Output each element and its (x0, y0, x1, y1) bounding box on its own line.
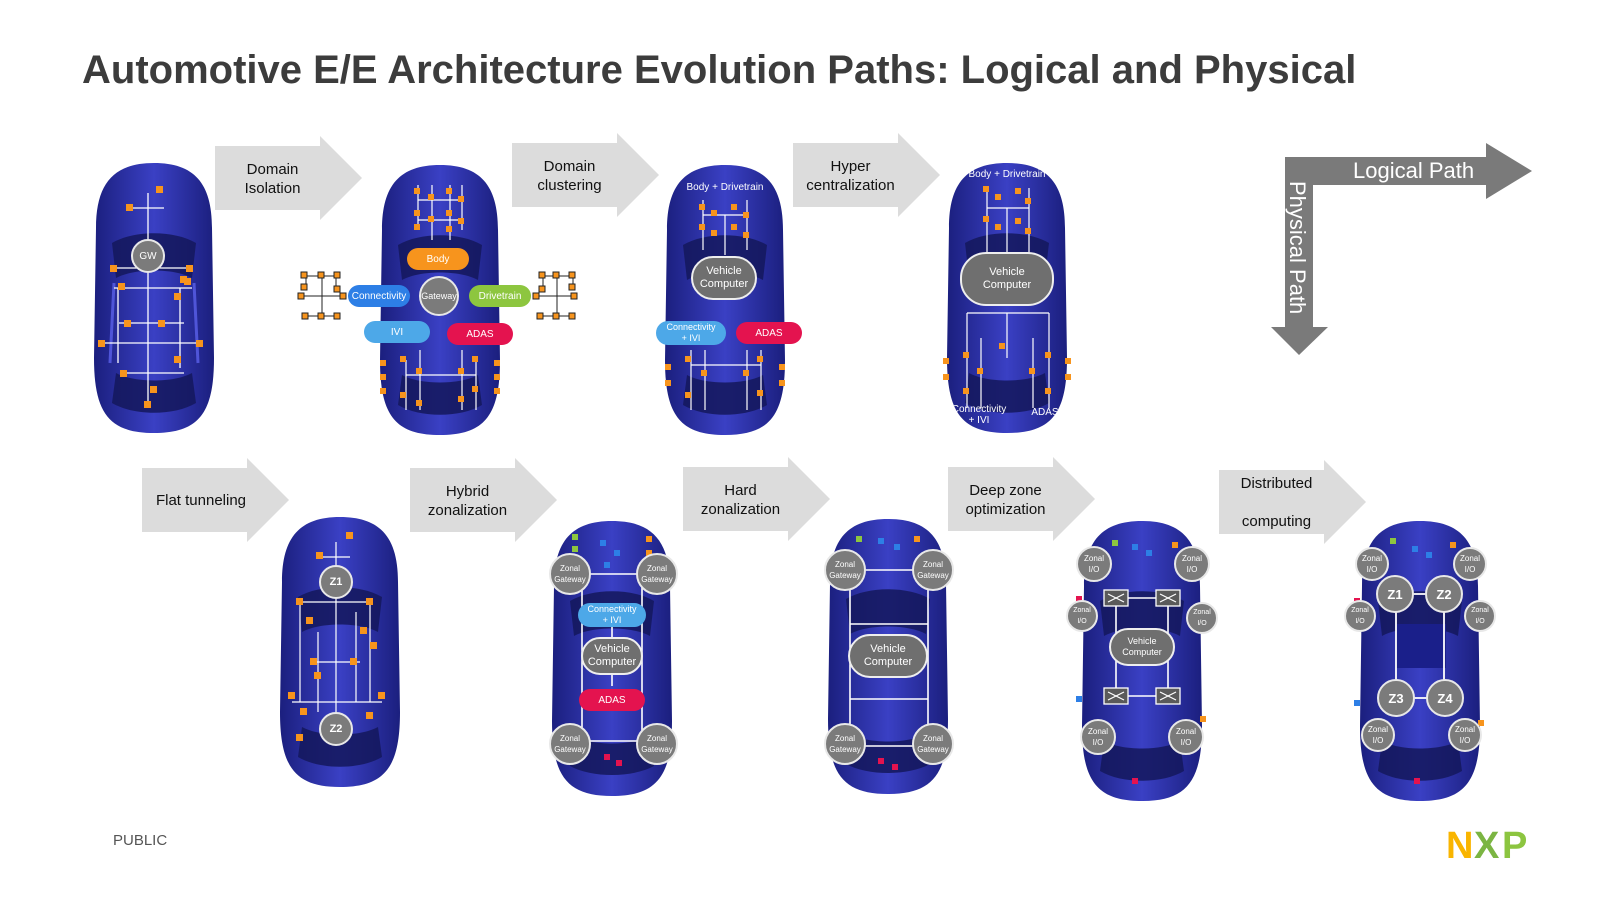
drivetrain-domain-pill: Drivetrain (469, 285, 531, 307)
step-domain-isolation: Domain Isolation (215, 136, 365, 221)
zonal-io-node: Zonal I/O (1355, 547, 1389, 581)
step-label: Flat tunneling (155, 492, 247, 509)
step-label: Hyper centralization (806, 157, 895, 194)
gateway-node: Gateway (419, 276, 459, 316)
step-deep-zone-optimization: Deep zone optimization (948, 457, 1098, 542)
car-hyper-centralized: Body + Drivetrain Vehicle Computer Conne… (937, 158, 1077, 438)
car-domain-isolation: GW (84, 158, 224, 438)
zone-z1-node: Z1 (1376, 575, 1414, 613)
zone-z2-node: Z2 (319, 712, 353, 746)
zone-z2-node: Z2 (1425, 575, 1463, 613)
zone-z3-node: Z3 (1377, 679, 1415, 717)
connectivity-ivi-label: Connectivity + IVI (951, 404, 1007, 426)
zonal-gateway-node: Zonal Gateway (824, 723, 866, 765)
connectivity-domain-pill: Connectivity (348, 285, 410, 307)
zonal-gateway-node: Zonal Gateway (912, 723, 954, 765)
svg-text:N: N (1446, 825, 1473, 864)
step-domain-clustering: Domain clustering (512, 133, 662, 218)
car-deep-zone-optimization: Zonal I/O Zonal I/O Zonal I/O Zonal I/O … (1066, 516, 1218, 806)
vehicle-computer-node: Vehicle Computer (691, 256, 757, 300)
adas-domain-pill: ADAS (447, 323, 513, 345)
step-label: Domain clustering (537, 157, 602, 194)
svg-text:P: P (1502, 825, 1527, 864)
zonal-io-node: Zonal I/O (1448, 718, 1482, 752)
vehicle-computer-node: Vehicle Computer (581, 637, 643, 675)
physical-path-arrow (1271, 157, 1328, 355)
vehicle-computer-node: Vehicle Computer (1109, 628, 1175, 666)
nxp-logo: N X P (1446, 825, 1527, 864)
step-hyper-centralization: Hyper centralization (793, 133, 943, 218)
zonal-io-node: Zonal I/O (1464, 600, 1496, 632)
classification-label: PUBLIC (113, 832, 168, 849)
adas-label: ADAS (1031, 407, 1059, 418)
body-drivetrain-label: Body + Drivetrain (686, 182, 764, 193)
logical-path-arrow (1285, 143, 1532, 199)
car-domain-clustering: Body IVI ADAS Gateway (364, 160, 513, 440)
zone-z1-node: Z1 (319, 565, 353, 599)
connectivity-ivi-pill: Connectivity + IVI (578, 603, 646, 627)
ivi-domain-pill: IVI (364, 321, 430, 343)
svg-text:X: X (1474, 825, 1500, 864)
zonal-io-node: Zonal I/O (1066, 600, 1098, 632)
adas-pill: ADAS (736, 322, 802, 344)
car-body-icon (280, 517, 400, 787)
car-body-icon (94, 163, 214, 433)
step-hard-zonalization: Hard zonalization (683, 457, 833, 542)
zonal-io-node: Zonal I/O (1186, 602, 1218, 634)
page-title: Automotive E/E Architecture Evolution Pa… (82, 48, 1357, 92)
step-label: Hard zonalization (700, 481, 781, 518)
step-distributed-computing: Distributed computing (1219, 460, 1369, 545)
car-flat-tunneling: Z1 Z2 (270, 512, 410, 792)
zonal-io-node: Zonal I/O (1080, 719, 1116, 755)
vehicle-computer-node: Vehicle Computer (848, 634, 928, 678)
connectivity-ecu-tree-icon (297, 271, 347, 320)
zonal-gateway-node: Zonal Gateway (636, 553, 678, 595)
car-distributed-computing: Zonal I/O Zonal I/O Zonal I/O Zonal I/O … (1344, 516, 1496, 806)
zonal-gateway-node: Zonal Gateway (636, 723, 678, 765)
vehicle-computer-node: Vehicle Computer (960, 252, 1054, 306)
car-body-icon (665, 165, 785, 435)
car-central-computer: Body + Drivetrain Vehicle Computer Conne… (655, 160, 802, 440)
zonal-io-node: Zonal I/O (1174, 546, 1210, 582)
zone-z4-node: Z4 (1426, 679, 1464, 717)
body-domain-pill: Body (407, 248, 469, 270)
drivetrain-ecu-tree-icon (532, 271, 578, 320)
connectivity-ivi-pill: Connectivity + IVI (656, 321, 726, 345)
adas-pill: ADAS (579, 689, 645, 711)
step-label: Domain Isolation (244, 160, 301, 197)
step-flat-tunneling: Flat tunneling (142, 458, 292, 543)
zonal-io-node: Zonal I/O (1076, 546, 1112, 582)
zonal-gateway-node: Zonal Gateway (549, 723, 591, 765)
step-label: Hybrid zonalization (427, 482, 508, 519)
zonal-gateway-node: Zonal Gateway (824, 549, 866, 591)
step-hybrid-zonalization: Hybrid zonalization (410, 458, 560, 543)
zonal-io-node: Zonal I/O (1453, 547, 1487, 581)
car-hybrid-zonalization: Zonal Gateway Zonal Gateway Connectivity… (542, 516, 682, 801)
car-hard-zonalization: Zonal Gateway Zonal Gateway Vehicle Comp… (818, 514, 958, 799)
zonal-io-node: Zonal I/O (1344, 600, 1376, 632)
step-label: Deep zone optimization (965, 481, 1046, 518)
zonal-gateway-node: Zonal Gateway (549, 553, 591, 595)
physical-path-label: Physical Path (1285, 181, 1310, 315)
zonal-gateway-node: Zonal Gateway (912, 549, 954, 591)
gw-node: GW (131, 239, 165, 273)
zonal-io-node: Zonal I/O (1361, 718, 1395, 752)
logical-path-label: Logical Path (1353, 158, 1475, 183)
step-label: Distributed computing (1240, 475, 1313, 530)
body-drivetrain-label: Body + Drivetrain (968, 169, 1046, 180)
zonal-io-node: Zonal I/O (1168, 719, 1204, 755)
